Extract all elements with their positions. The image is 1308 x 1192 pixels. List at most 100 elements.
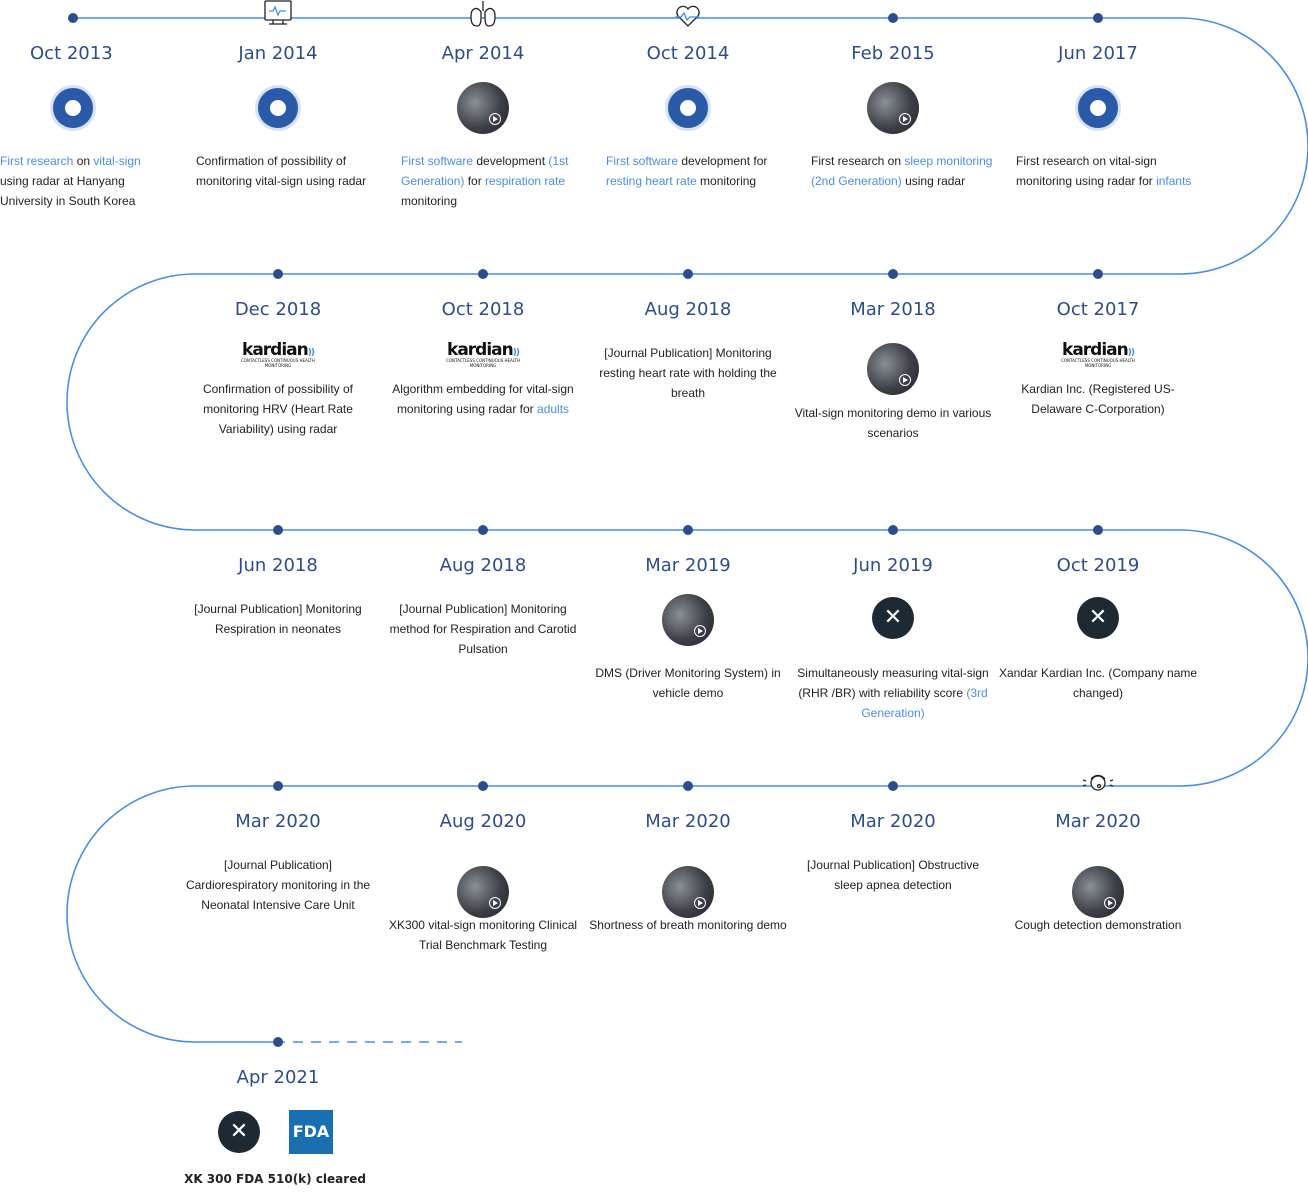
hanyang-university-seal [255, 85, 301, 131]
event-description: Kardian Inc. (Registered US-Delaware C-C… [998, 379, 1198, 419]
highlighted-text: adults [537, 402, 570, 416]
signal-icon: )) [307, 348, 315, 358]
timeline-dot [888, 781, 898, 791]
timeline-dot [1093, 525, 1103, 535]
text: [Journal Publication] Monitoring method … [389, 602, 577, 656]
event-description: [Journal Publication] Monitoring method … [383, 599, 583, 659]
timeline-event: Aug 2018 [383, 554, 583, 578]
timeline-event: Mar 2020 [178, 810, 378, 834]
event-date: Feb 2015 [851, 43, 935, 64]
event-description: [Journal Publication] Obstructive sleep … [793, 855, 993, 895]
timeline-dot [683, 269, 693, 279]
timeline-dot [273, 781, 283, 791]
event-date: Apr 2021 [236, 1067, 320, 1088]
event-date: Mar 2020 [1055, 811, 1141, 832]
highlighted-text: (3rd Generation) [861, 686, 988, 720]
text: development for [678, 154, 768, 168]
text: Cough detection demonstration [1014, 918, 1182, 932]
timeline-event: Mar 2020 [793, 810, 993, 834]
text: Simultaneously measuring vital-sign (RHR… [797, 666, 989, 700]
event-date: Jan 2014 [238, 43, 318, 64]
hanyang-university-seal [50, 85, 96, 131]
play-icon[interactable] [489, 113, 501, 125]
timeline-dot [683, 781, 693, 791]
play-icon[interactable] [899, 113, 911, 125]
kardian-logo: kardian))CONTACTLESS CONTINUOUS HEALTH M… [443, 340, 523, 368]
play-icon[interactable] [694, 897, 706, 909]
play-icon[interactable] [1104, 897, 1116, 909]
event-description: Simultaneously measuring vital-sign (RHR… [793, 663, 993, 723]
fda-logo: FDA [289, 1110, 333, 1154]
timeline-dot [478, 781, 488, 791]
lungs-icon [470, 1, 496, 27]
text: Kardian Inc. (Registered US-Delaware C-C… [1021, 382, 1175, 416]
video-thumbnail[interactable] [867, 343, 919, 395]
event-date: Mar 2020 [235, 811, 321, 832]
event-description: Xandar Kardian Inc. (Company name change… [998, 663, 1198, 703]
event-description: Confirmation of possibility of monitorin… [178, 379, 378, 439]
event-description: First research on vital-sign using radar… [0, 151, 150, 211]
fda-clearance-caption: XK 300 FDA 510(k) cleared [184, 1172, 366, 1186]
video-thumbnail[interactable] [662, 594, 714, 646]
xandar-kardian-logo: ✕ [218, 1111, 260, 1153]
signal-icon: )) [1127, 348, 1135, 358]
xandar-kardian-logo: ✕ [1077, 597, 1119, 639]
event-description: Cough detection demonstration [998, 915, 1198, 935]
event-date: Aug 2018 [644, 299, 732, 320]
monitor-icon [264, 0, 292, 25]
timeline-dot [888, 13, 898, 23]
event-date: Aug 2018 [439, 555, 527, 576]
timeline-event: Mar 2019 [588, 554, 788, 578]
timeline-dot [888, 525, 898, 535]
timeline-event: Mar 2020 [998, 810, 1198, 834]
kardian-tagline: CONTACTLESS CONTINUOUS HEALTH MONITORING [446, 358, 520, 368]
event-date: Oct 2018 [441, 299, 525, 320]
event-description: [Journal Publication] Monitoring resting… [588, 343, 788, 403]
timeline-event: Dec 2018 [178, 298, 378, 322]
video-thumbnail[interactable] [457, 82, 509, 134]
video-thumbnail[interactable] [867, 82, 919, 134]
highlighted-text: vital-sign [93, 154, 141, 168]
event-description: XK300 vital-sign monitoring Clinical Tri… [383, 915, 583, 955]
timeline-event: Jun 2018 [178, 554, 378, 578]
text: [Journal Publication] Cardiorespiratory … [185, 858, 371, 912]
text: Xandar Kardian Inc. (Company name change… [998, 666, 1198, 700]
signal-icon: )) [512, 348, 520, 358]
event-date: Dec 2018 [234, 299, 322, 320]
text: monitoring [696, 174, 757, 188]
hanyang-university-seal [665, 85, 711, 131]
timeline-dot [273, 1037, 283, 1047]
cough-icon [1082, 774, 1114, 791]
event-description: First research on vital-sign monitoring … [1016, 151, 1201, 191]
video-thumbnail[interactable] [457, 866, 509, 918]
timeline-dot [478, 269, 488, 279]
event-description: Vital-sign monitoring demo in various sc… [793, 403, 993, 443]
play-icon[interactable] [694, 625, 706, 637]
text: DMS (Driver Monitoring System) in vehicl… [595, 666, 781, 700]
highlighted-text: First software [606, 154, 679, 168]
text: Vital-sign monitoring demo in various sc… [794, 406, 992, 440]
kardian-tagline: CONTACTLESS CONTINUOUS HEALTH MONITORING [1061, 358, 1135, 368]
text: XK300 vital-sign monitoring Clinical Tri… [388, 918, 578, 952]
video-thumbnail[interactable] [1072, 866, 1124, 918]
xandar-kardian-logo: ✕ [872, 597, 914, 639]
event-date: Jun 2019 [853, 555, 933, 576]
video-thumbnail[interactable] [662, 866, 714, 918]
text: on [73, 154, 94, 168]
timeline-event: Mar 2020 [588, 810, 788, 834]
event-date: Mar 2018 [850, 299, 936, 320]
event-date: Oct 2013 [30, 43, 113, 64]
play-icon[interactable] [899, 374, 911, 386]
play-icon[interactable] [489, 897, 501, 909]
highlighted-text: First software [401, 154, 474, 168]
event-description: Algorithm embedding for vital-sign monit… [383, 379, 583, 419]
highlighted-text: First research [0, 154, 74, 168]
event-description: Confirmation of possibility of monitorin… [196, 151, 381, 191]
timeline-dot [68, 13, 78, 23]
timeline-dot [683, 525, 693, 535]
timeline-event: Apr 2014 [383, 42, 583, 66]
timeline-dot [888, 269, 898, 279]
kardian-logo: kardian))CONTACTLESS CONTINUOUS HEALTH M… [1058, 340, 1138, 368]
text: using radar [901, 174, 966, 188]
text: monitoring [401, 194, 458, 208]
